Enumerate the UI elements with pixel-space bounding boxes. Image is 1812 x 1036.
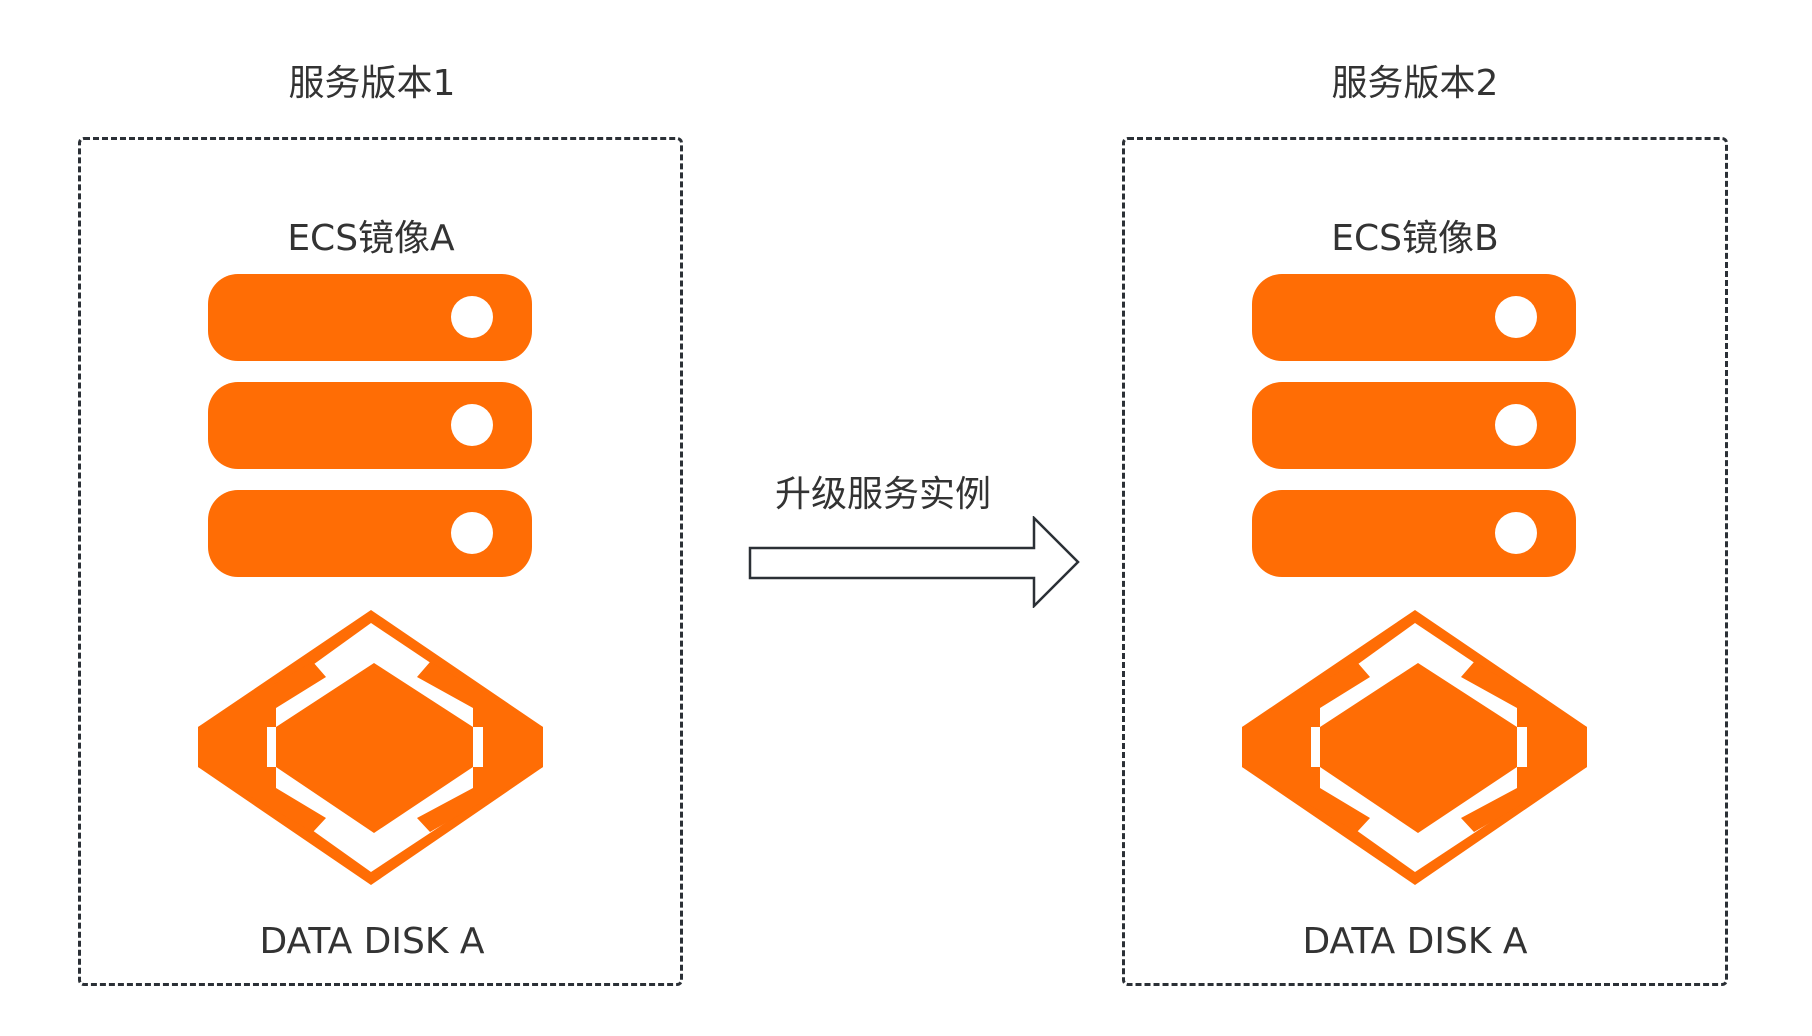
server-unit-1 bbox=[208, 274, 532, 361]
ecs-image-a-label: ECS镜像A bbox=[287, 218, 455, 259]
disk-shoulder-left-bottom bbox=[198, 767, 326, 832]
server-led-2 bbox=[1495, 404, 1537, 446]
version-2-frame bbox=[1122, 137, 1728, 986]
disk-shoulder-right-top bbox=[417, 662, 543, 727]
right-arrow-icon bbox=[748, 516, 1080, 608]
server-led-1 bbox=[1495, 296, 1537, 338]
disk-shoulder-left-top bbox=[1242, 662, 1370, 727]
version-1-frame bbox=[78, 137, 683, 986]
server-unit-1 bbox=[1252, 274, 1576, 361]
data-disk-a-label-right: DATA DISK A bbox=[1302, 921, 1528, 962]
disk-core bbox=[1320, 663, 1517, 833]
data-disk-icon bbox=[198, 610, 543, 885]
disk-shoulder-left-bottom bbox=[1242, 767, 1370, 832]
upgrade-label: 升级服务实例 bbox=[775, 474, 992, 515]
server-led-1 bbox=[451, 296, 493, 338]
disk-shoulder-right-top bbox=[1461, 662, 1587, 727]
ecs-image-b-label: ECS镜像B bbox=[1331, 218, 1499, 259]
disk-shoulder-right-bottom bbox=[417, 767, 543, 832]
server-unit-2 bbox=[208, 382, 532, 469]
server-stack-icon bbox=[208, 274, 532, 577]
server-stack-icon bbox=[1252, 274, 1576, 577]
server-unit-2 bbox=[1252, 382, 1576, 469]
server-led-3 bbox=[451, 512, 493, 554]
data-disk-icon bbox=[1242, 610, 1587, 885]
server-unit-3 bbox=[1252, 490, 1576, 577]
server-led-2 bbox=[451, 404, 493, 446]
data-disk-a-label-left: DATA DISK A bbox=[259, 921, 485, 962]
disk-shoulder-left-top bbox=[198, 662, 326, 727]
disk-core bbox=[276, 663, 473, 833]
disk-shoulder-right-bottom bbox=[1461, 767, 1587, 832]
server-unit-3 bbox=[208, 490, 532, 577]
version-1-title: 服务版本1 bbox=[288, 63, 456, 104]
server-led-3 bbox=[1495, 512, 1537, 554]
version-2-title: 服务版本2 bbox=[1331, 63, 1499, 104]
